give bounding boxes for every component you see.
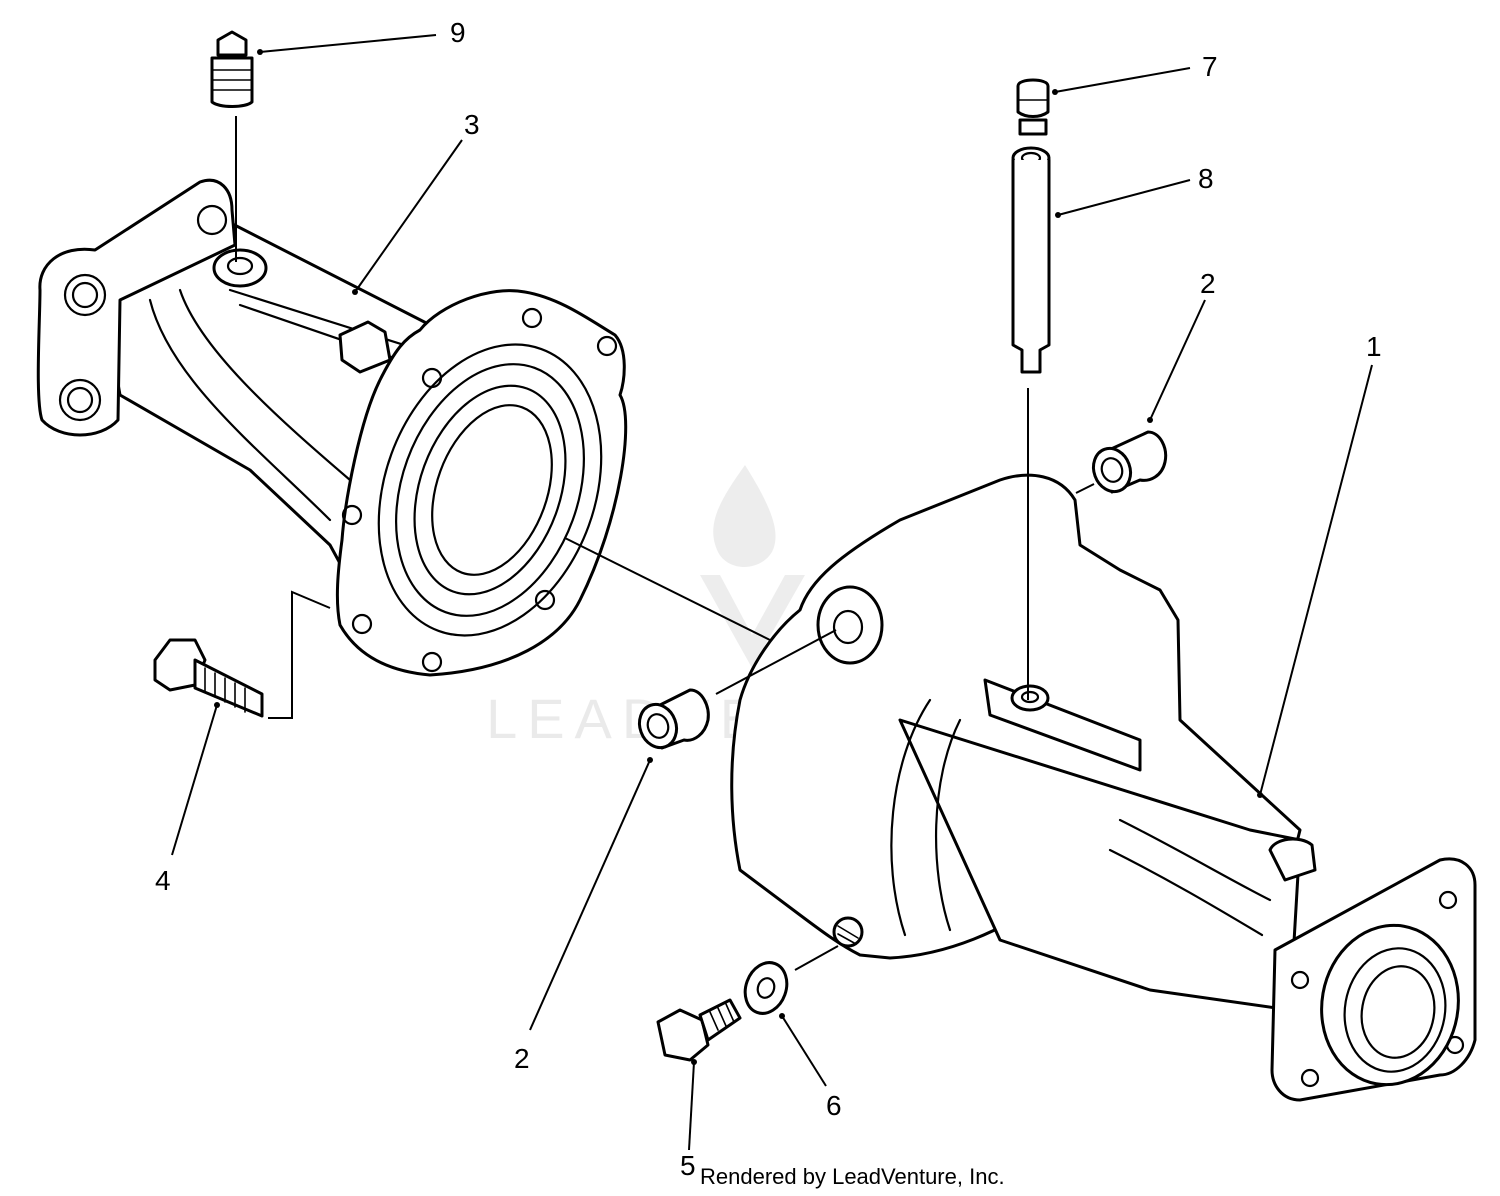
callout-2-upper: 2 (1200, 268, 1216, 299)
leader-2-upper (1149, 299, 1206, 421)
bolt-part-4 (153, 590, 331, 719)
callout-leaders (171, 34, 1373, 1151)
leader-8 (1057, 179, 1191, 216)
callout-6: 6 (826, 1090, 842, 1121)
leader-2-lower (529, 759, 651, 1031)
bushing-part-2-upper (1075, 430, 1168, 494)
grease-fitting-part-9 (210, 30, 254, 262)
callout-labels: 9 3 7 8 2 1 4 2 6 5 (155, 17, 1382, 1181)
alignment-line (564, 537, 771, 641)
callout-9: 9 (450, 17, 466, 48)
rendered-by-credit: Rendered by LeadVenture, Inc. (700, 1164, 1005, 1189)
leader-7 (1054, 67, 1191, 93)
callout-8: 8 (1198, 163, 1214, 194)
shaft-part-8 (1011, 146, 1051, 700)
callout-2-lower: 2 (514, 1043, 530, 1074)
bushing-part-2-lower (637, 629, 837, 750)
callout-3: 3 (464, 109, 480, 140)
washer-part-6 (743, 945, 839, 1015)
callout-4: 4 (155, 865, 171, 896)
callout-5: 5 (680, 1150, 696, 1181)
leader-5 (688, 1061, 695, 1151)
drain-plug-part-5 (656, 998, 742, 1062)
leader-4 (171, 704, 218, 856)
leader-9 (259, 34, 437, 53)
callout-1: 1 (1366, 331, 1382, 362)
right-axle-housing (730, 473, 1477, 1102)
left-axle-housing (36, 178, 628, 677)
leader-1 (1259, 364, 1373, 796)
leader-6 (781, 1015, 827, 1087)
callout-7: 7 (1202, 51, 1218, 82)
plug-part-7 (1016, 78, 1050, 136)
leader-3 (354, 139, 463, 293)
